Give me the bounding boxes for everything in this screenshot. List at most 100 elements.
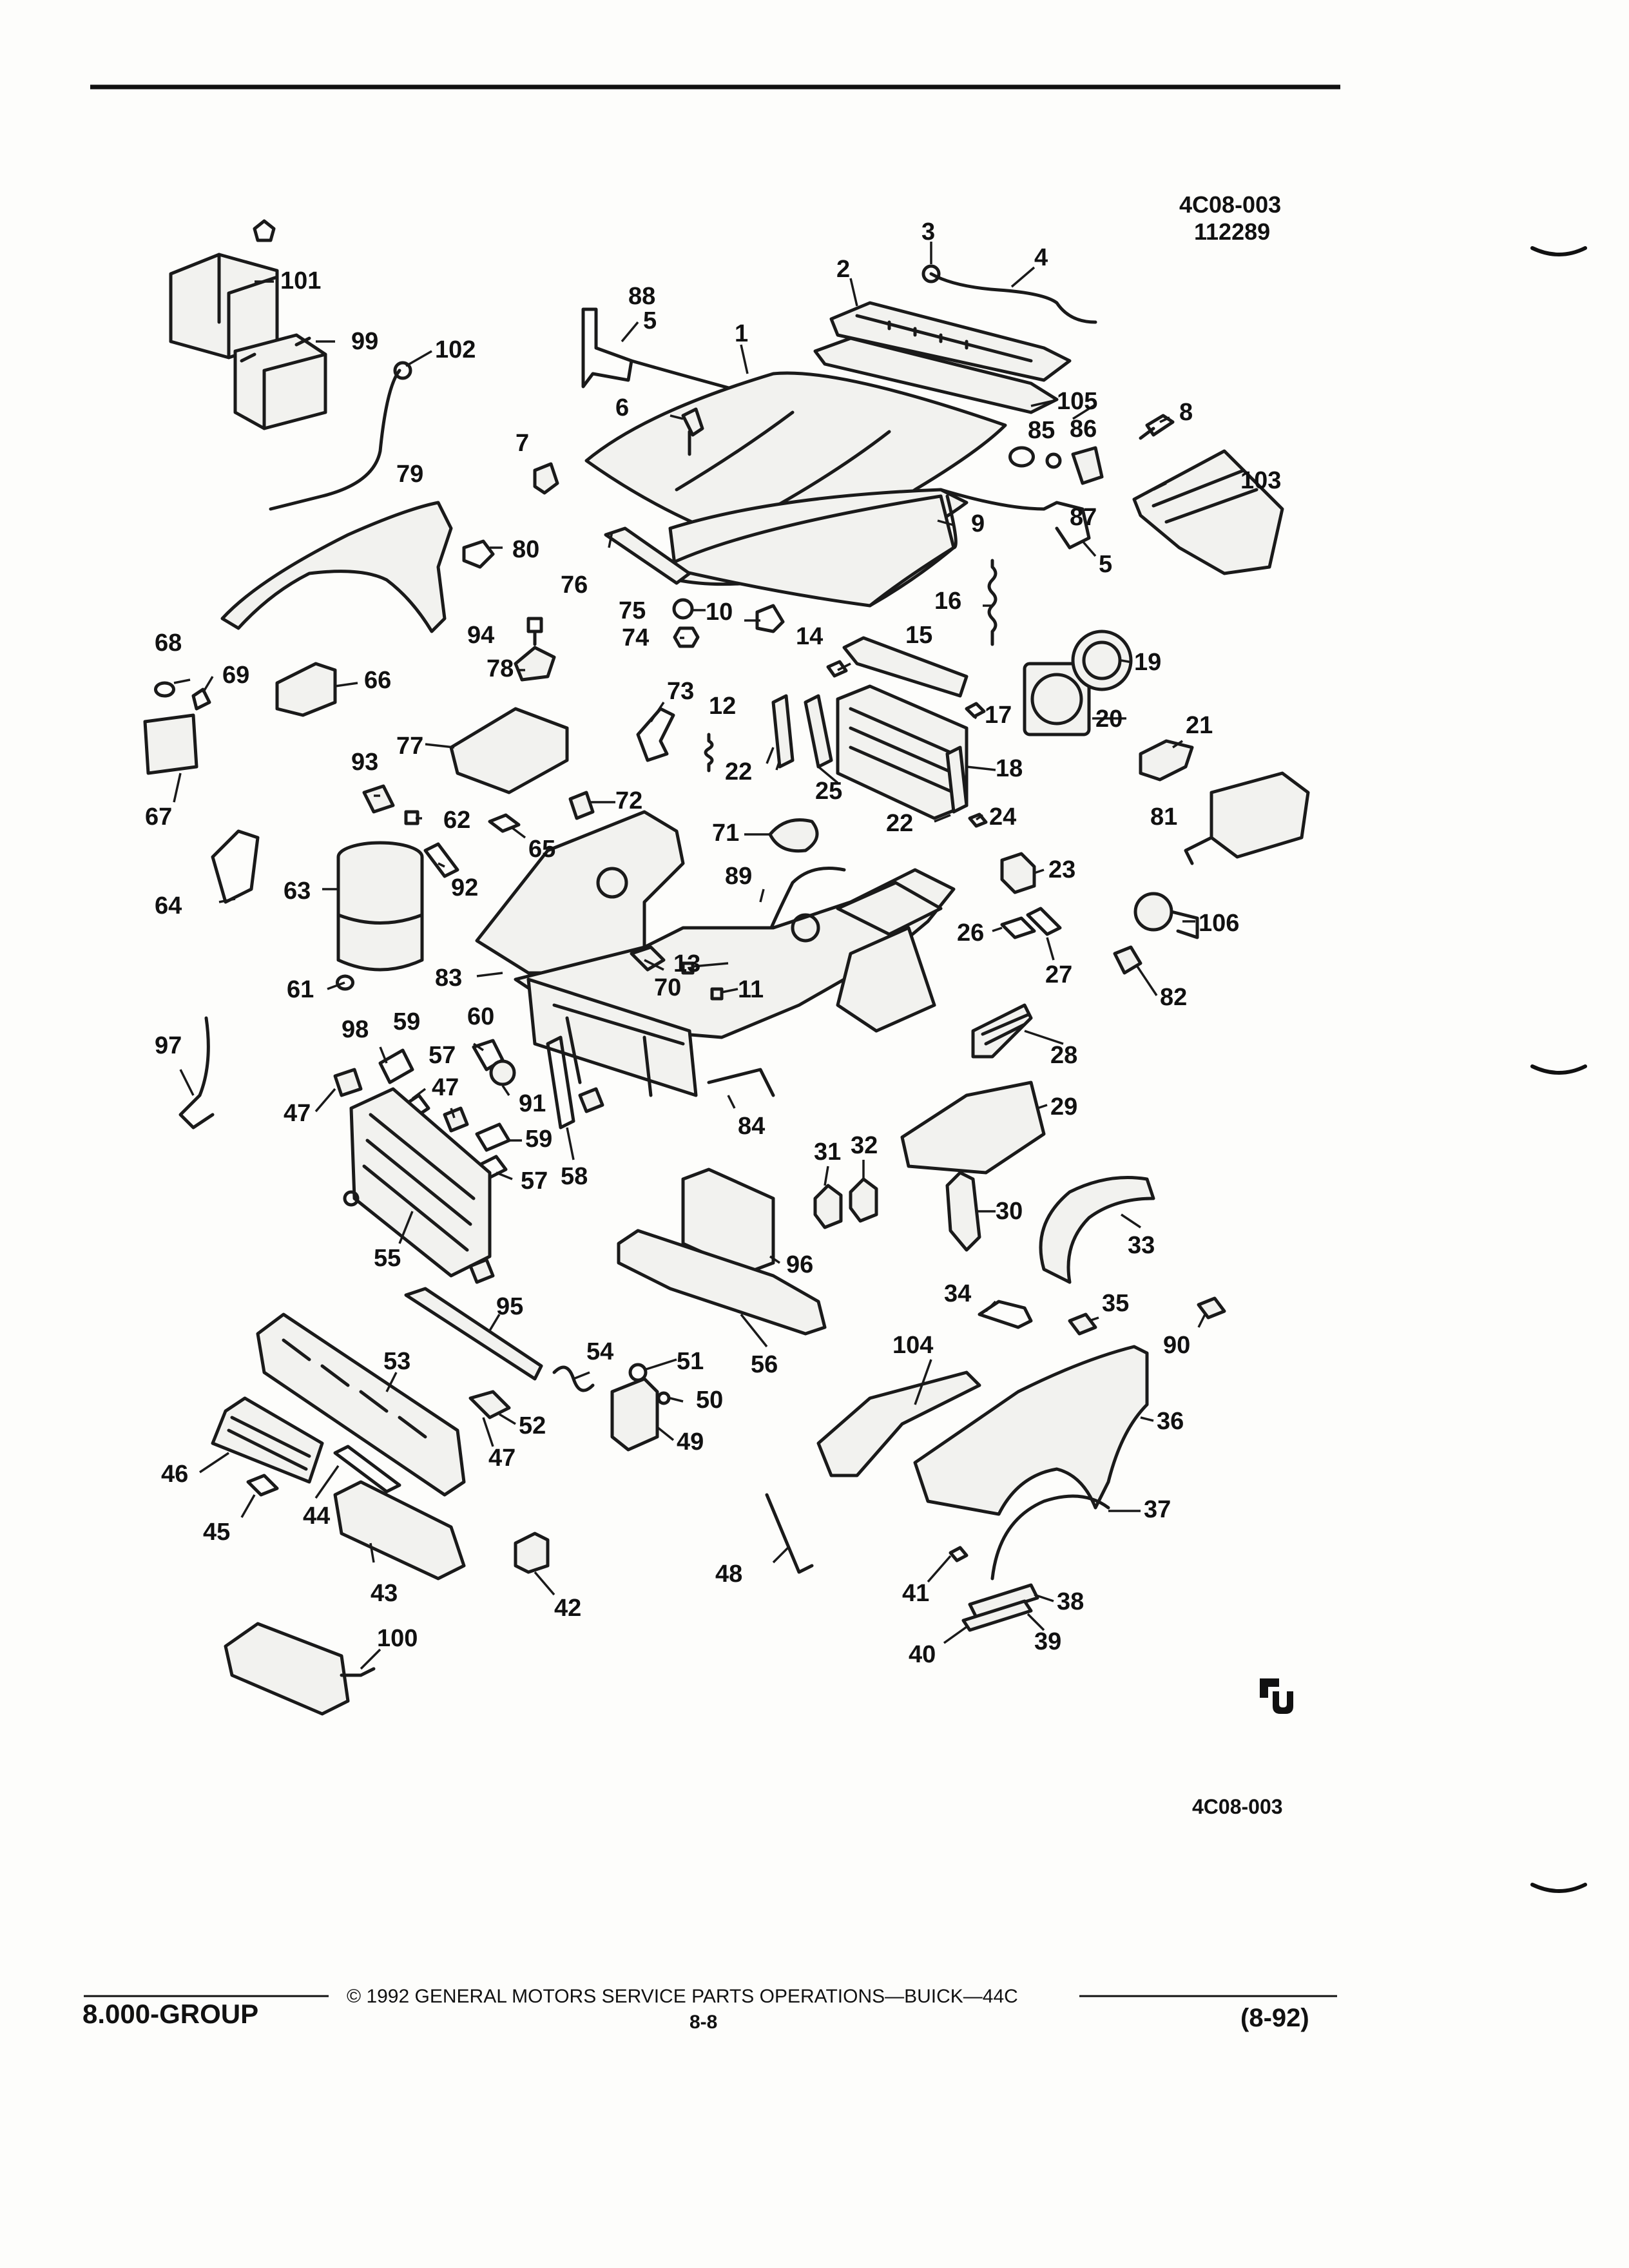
callout-65: 65 [528, 836, 555, 863]
callout-9: 9 [971, 510, 985, 537]
callout-45: 45 [203, 1519, 230, 1546]
callout-28: 28 [1050, 1042, 1077, 1069]
callout-3: 3 [921, 218, 935, 245]
bumper-part-75 [672, 598, 694, 620]
seal-part-22 [771, 694, 795, 769]
callout-labels: 1 2 3 4 5 5 6 7 8 9 10 11 12 13 14 15 16… [145, 218, 1281, 1668]
clip-part-24 [968, 812, 988, 828]
margin-mark [1530, 1064, 1587, 1075]
callout-12: 12 [709, 693, 736, 720]
page-number: 8-8 [689, 2012, 717, 2033]
callout-75: 75 [619, 597, 646, 624]
bracket-part-30 [945, 1171, 981, 1252]
insulator-part-47b [443, 1106, 469, 1133]
copyright-line: © 1992 GENERAL MOTORS SERVICE PARTS OPER… [347, 1986, 1018, 2007]
callout-22b: 22 [886, 810, 913, 837]
part-31 [813, 1184, 843, 1229]
energy-absorber-part-96 [681, 1168, 775, 1274]
rod-part-48 [765, 1493, 814, 1574]
strap-part-92 [423, 842, 459, 878]
lamp-part-42 [514, 1532, 550, 1574]
radiator-part-55 [349, 1087, 492, 1278]
bracket-part-70 [630, 945, 666, 972]
cable-part-97 [178, 1016, 215, 1129]
bracket-part-44 [333, 1445, 401, 1494]
bumper-part-56 [617, 1229, 827, 1336]
insulator-part-55b [468, 1258, 495, 1284]
callout-78: 78 [487, 655, 514, 682]
callout-52: 52 [519, 1412, 546, 1439]
bracket-part-93 [362, 784, 395, 814]
bracket-part-80 [462, 539, 495, 569]
callout-46: 46 [161, 1461, 188, 1488]
callout-14: 14 [796, 623, 823, 650]
clip-part-58b [578, 1087, 604, 1113]
callout-105: 105 [1057, 388, 1097, 415]
seal-strip-part-76 [604, 526, 691, 585]
callout-66: 66 [364, 667, 391, 694]
callout-92: 92 [451, 874, 478, 901]
callout-33: 33 [1128, 1232, 1155, 1259]
callout-35: 35 [1102, 1290, 1129, 1317]
grille-part-46 [211, 1396, 324, 1484]
callout-99: 99 [351, 328, 378, 355]
catalog-logo-mark [1260, 1678, 1293, 1714]
bracket-part-64 [211, 829, 260, 904]
callout-19: 19 [1134, 649, 1161, 676]
callout-95: 95 [496, 1293, 523, 1320]
callout-77: 77 [396, 733, 423, 760]
deflector-part-29 [900, 1081, 1046, 1175]
callout-86: 86 [1070, 416, 1097, 443]
bolt-part-94 [526, 617, 543, 646]
grommet-part-61 [336, 974, 354, 991]
battery-part-99 [233, 333, 327, 430]
callout-32: 32 [851, 1132, 878, 1159]
callout-34: 34 [944, 1280, 971, 1307]
callout-79: 79 [396, 461, 423, 488]
callout-88: 88 [628, 283, 655, 310]
molding-part-37 [990, 1494, 1110, 1581]
plug-part-82 [1113, 945, 1142, 975]
callout-23: 23 [1048, 856, 1075, 883]
callout-55: 55 [374, 1245, 401, 1272]
bracket-part-95 [404, 1287, 543, 1381]
callout-40: 40 [909, 1641, 936, 1668]
tray-part-77 [449, 707, 569, 794]
bracket-part-59b [475, 1122, 511, 1152]
motor-part-21 [1139, 739, 1194, 782]
molding-part-39 [961, 1599, 1033, 1632]
grille-support-part-53 [256, 1312, 466, 1497]
clip-part-65 [488, 813, 521, 833]
group-label: 8.000-GROUP [82, 1999, 258, 2029]
callout-13: 13 [673, 950, 700, 977]
revision-date: (8-92) [1240, 2004, 1309, 2032]
callout-11: 11 [738, 976, 764, 1003]
fender-left-part-79 [220, 501, 453, 633]
spring-part-12 [704, 733, 714, 773]
front-frame-part-83 [475, 810, 956, 1097]
clip-part-26 [1000, 916, 1036, 939]
radiator-fitting [343, 1190, 360, 1207]
callout-38: 38 [1057, 1588, 1084, 1615]
figure-code-top: 4C08-003 [1179, 191, 1281, 218]
fender-right-part-36 [913, 1345, 1149, 1516]
callout-8: 8 [1179, 399, 1193, 426]
pad-part-78 [514, 646, 556, 682]
callout-47: 47 [284, 1100, 311, 1127]
callout-5b: 5 [1099, 551, 1112, 578]
callout-48: 48 [715, 1561, 742, 1588]
callout-63: 63 [284, 878, 311, 905]
callout-97: 97 [155, 1032, 182, 1059]
callout-51: 51 [677, 1348, 704, 1375]
hood-latch-part-6 [681, 407, 704, 456]
release-cable-part-8 [1139, 414, 1175, 440]
leader-lines [173, 242, 1206, 1670]
insulator-part-47 [333, 1068, 363, 1097]
callout-57: 57 [429, 1042, 456, 1069]
part-32 [849, 1177, 878, 1223]
callout-17: 17 [985, 702, 1012, 729]
callout-47c: 47 [488, 1445, 516, 1472]
battery-cover-part-101 [169, 219, 279, 360]
callout-50: 50 [696, 1387, 723, 1414]
margin-mark [1530, 246, 1587, 256]
